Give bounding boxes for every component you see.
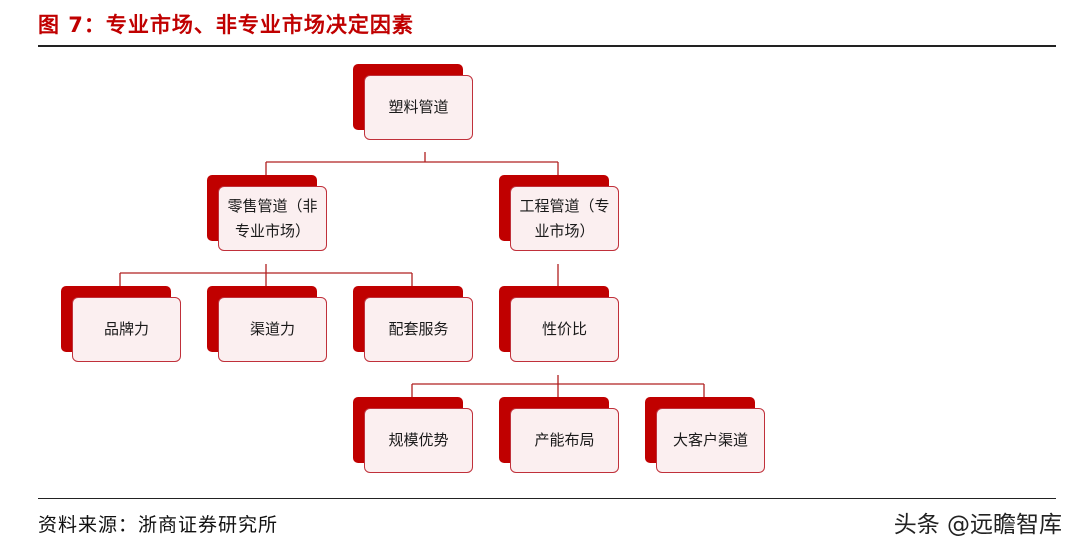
node-capacity-layout: 产能布局 [499, 397, 621, 475]
node-brand: 品牌力 [61, 286, 183, 364]
node-service: 配套服务 [353, 286, 475, 364]
node-label: 性价比 [510, 297, 619, 362]
node-label: 大客户渠道 [656, 408, 765, 473]
watermark: 头条 @远瞻智库 [893, 512, 1062, 538]
top-divider [38, 45, 1056, 47]
node-channel: 渠道力 [207, 286, 329, 364]
node-label: 工程管道（专业市场） [510, 186, 619, 251]
node-label: 配套服务 [364, 297, 473, 362]
node-label: 渠道力 [218, 297, 327, 362]
node-label: 规模优势 [364, 408, 473, 473]
source-note: 资料来源：浙商证券研究所 [38, 514, 279, 536]
node-label: 塑料管道 [364, 75, 473, 140]
figure-title: 图 7：专业市场、非专业市场决定因素 [38, 13, 414, 37]
node-label: 产能布局 [510, 408, 619, 473]
node-engineering-pipes: 工程管道（专业市场） [499, 175, 621, 253]
node-label: 品牌力 [72, 297, 181, 362]
node-plastic-pipes: 塑料管道 [353, 64, 475, 142]
bottom-divider [38, 498, 1056, 499]
node-key-account-channel: 大客户渠道 [645, 397, 767, 475]
node-scale-advantage: 规模优势 [353, 397, 475, 475]
node-price-performance: 性价比 [499, 286, 621, 364]
node-label: 零售管道（非专业市场） [218, 186, 327, 251]
node-retail-pipes: 零售管道（非专业市场） [207, 175, 329, 253]
